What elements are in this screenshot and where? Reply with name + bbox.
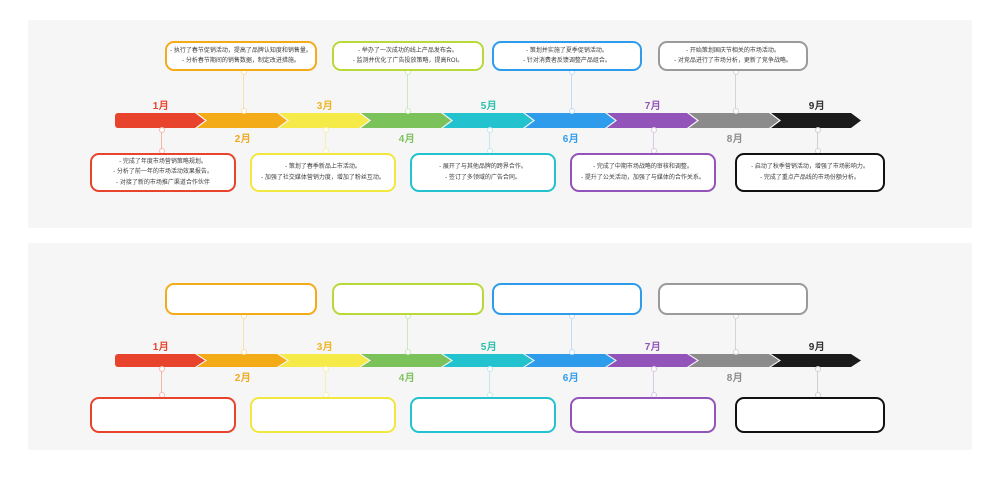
- callout-box-month-1: - 完成了年度市场营销策略规划。 - 分析了前一年的市场活动效果报告。 - 对接了新…: [90, 153, 236, 192]
- callout-box-month-4: - 举办了一次成功的线上产品发布会。 - 监测并优化了广告投放策略，提高ROI。: [332, 41, 484, 71]
- callout-text-line: - 策划了春季新品上市活动。: [285, 164, 361, 171]
- month-label-1: 1月: [152, 342, 170, 353]
- connector-month-3: [322, 366, 329, 398]
- connector-month-6: [568, 313, 575, 355]
- callout-box-month-4: [332, 283, 484, 315]
- callout-box-month-9: [735, 397, 885, 433]
- month-label-8: 8月: [726, 134, 744, 145]
- timeline-segment-month-6: [525, 113, 615, 128]
- callout-text-line: - 完成了重点产品线的市场份额分析。: [760, 174, 860, 181]
- callout-box-month-1: [90, 397, 236, 433]
- callout-box-month-9: - 启动了秋季营销活动，增强了市场影响力。 - 完成了重点产品线的市场份额分析。: [735, 153, 885, 192]
- callout-text-line: - 展开了与其他品牌的跨界合作。: [439, 164, 527, 171]
- timeline-segment-month-3: [279, 354, 369, 367]
- callout-box-month-2: [165, 283, 317, 315]
- callout-text-line: - 举办了一次成功的线上产品发布会。: [358, 47, 458, 54]
- connector-month-1: [158, 127, 165, 154]
- month-label-3: 3月: [316, 101, 334, 112]
- month-label-4: 4月: [398, 373, 416, 384]
- connector-month-4: [404, 313, 411, 355]
- connector-month-9: [814, 366, 821, 398]
- timeline-segment-month-8: [689, 354, 779, 367]
- timeline-segment-month-4: [361, 113, 451, 128]
- callout-text-line: - 执行了春节促销活动，提高了品牌认知度和销售量。: [170, 47, 312, 54]
- month-label-7: 7月: [644, 101, 662, 112]
- callout-text-line: - 提升了公关活动，加强了与媒体的合作关系。: [581, 174, 705, 181]
- callout-text-line: - 分析了前一年的市场活动效果报告。: [113, 169, 213, 176]
- callout-text-line: - 对接了新的市场推广渠道合作伙伴: [116, 179, 210, 186]
- timeline-segment-month-9: [771, 113, 861, 128]
- callout-box-month-7: - 完成了中期市场战略的审核和调整。 - 提升了公关活动，加强了与媒体的合作关系。: [570, 153, 716, 192]
- month-label-3: 3月: [316, 342, 334, 353]
- month-label-6: 6月: [562, 373, 580, 384]
- callout-text-line: - 监测并优化了广告投放策略，提高ROI。: [352, 58, 464, 64]
- timeline-segment-month-2: [197, 113, 287, 128]
- callout-text-line: - 分析春节期间的销售数据，制定改进措施。: [182, 58, 300, 64]
- timeline-segment-month-4: [361, 354, 451, 367]
- month-label-9: 9月: [808, 101, 826, 112]
- connector-month-7: [650, 366, 657, 398]
- callout-text-line: - 开始策划国庆节相关的市场活动。: [686, 47, 780, 54]
- callout-box-month-3: [250, 397, 396, 433]
- callout-text-line: - 针对消费者反馈调整产品组合。: [523, 58, 611, 64]
- callout-box-month-5: [410, 397, 556, 433]
- timeline-segment-month-7: [607, 113, 697, 128]
- timeline-segment-month-2: [197, 354, 287, 367]
- callout-text-line: - 签订了多领域的广告合同。: [445, 174, 521, 181]
- timeline-segment-month-6: [525, 354, 615, 367]
- month-label-9: 9月: [808, 342, 826, 353]
- callout-box-month-6: [492, 283, 642, 315]
- connector-month-7: [650, 127, 657, 154]
- connector-month-5: [486, 366, 493, 398]
- connector-month-3: [322, 127, 329, 154]
- timeline-segment-month-8: [689, 113, 779, 128]
- month-label-5: 5月: [480, 101, 498, 112]
- callout-text-line: - 对竞品进行了市场分析，更新了竞争战略。: [674, 58, 792, 64]
- callout-text-line: - 启动了秋季营销活动，增强了市场影响力。: [751, 164, 869, 171]
- connector-month-8: [732, 313, 739, 355]
- callout-box-month-7: [570, 397, 716, 433]
- callout-box-month-2: - 执行了春节促销活动，提高了品牌认知度和销售量。 - 分析春节期间的销售数据，制…: [165, 41, 317, 71]
- month-label-7: 7月: [644, 342, 662, 353]
- timeline-segment-month-1: [115, 113, 205, 128]
- timeline-segment-month-5: [443, 354, 533, 367]
- timeline-panel-empty: 1月 2月 3月 4月 5月 6月 7月 8月 9月: [28, 243, 972, 450]
- callout-box-month-8: - 开始策划国庆节相关的市场活动。 - 对竞品进行了市场分析，更新了竞争战略。: [658, 41, 808, 71]
- month-label-5: 5月: [480, 342, 498, 353]
- callout-text-line: - 加强了社交媒体营销力度，增加了粉丝互动。: [261, 174, 385, 181]
- callout-box-month-5: - 展开了与其他品牌的跨界合作。 - 签订了多领域的广告合同。: [410, 153, 556, 192]
- connector-month-5: [486, 127, 493, 154]
- month-label-8: 8月: [726, 373, 744, 384]
- timeline-segment-month-1: [115, 354, 205, 367]
- month-label-6: 6月: [562, 134, 580, 145]
- connector-month-8: [732, 69, 739, 114]
- month-label-4: 4月: [398, 134, 416, 145]
- timeline-segment-month-7: [607, 354, 697, 367]
- callout-text-line: - 完成了中期市场战略的审核和调整。: [593, 164, 693, 171]
- callout-text-line: - 完成了年度市场营销策略规划。: [119, 159, 207, 166]
- connector-month-6: [568, 69, 575, 114]
- callout-text-line: - 策划并实施了夏季促销活动。: [526, 47, 608, 54]
- month-label-2: 2月: [234, 373, 252, 384]
- callout-box-month-8: [658, 283, 808, 315]
- timeline-segment-month-3: [279, 113, 369, 128]
- month-label-2: 2月: [234, 134, 252, 145]
- connector-month-1: [158, 366, 165, 398]
- connector-month-9: [814, 127, 821, 154]
- timeline-segment-month-9: [771, 354, 861, 367]
- month-label-1: 1月: [152, 101, 170, 112]
- timeline-segment-month-5: [443, 113, 533, 128]
- connector-month-2: [240, 69, 247, 114]
- callout-box-month-3: - 策划了春季新品上市活动。 - 加强了社交媒体营销力度，增加了粉丝互动。: [250, 153, 396, 192]
- connector-month-2: [240, 313, 247, 355]
- connector-month-4: [404, 69, 411, 114]
- callout-box-month-6: - 策划并实施了夏季促销活动。 - 针对消费者反馈调整产品组合。: [492, 41, 642, 71]
- timeline-panel-filled: 1月 2月 3月 4月 5月 6月 7月 8月 9月 - 执行了春节促销活动，提高了品牌认知度和销…: [28, 20, 972, 228]
